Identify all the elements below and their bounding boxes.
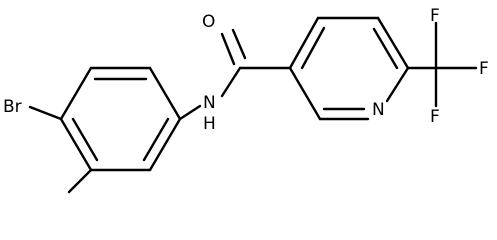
- ring2-bond-3: [376, 16, 410, 70]
- structure-canvas: Br N H O N F F F: [3, 6, 489, 194]
- ring1-bond-3-inner: [142, 117, 170, 162]
- ring2-bond-1-inner: [300, 26, 326, 70]
- carbonyl-double-bond-a: [220, 32, 236, 66]
- ring1-bond-3: [148, 117, 182, 172]
- ring1-bond-6: [59, 66, 93, 121]
- ring2-bond-4: [385, 66, 410, 103]
- atom-f-top-label: F: [430, 6, 440, 26]
- atom-f-right-label: F: [479, 59, 489, 79]
- c-nh-bond: [178, 104, 202, 121]
- ring1-bond-2: [148, 66, 182, 121]
- atom-h-amide-label: H: [203, 114, 216, 134]
- atom-br-label: Br: [3, 97, 22, 117]
- atom-o-label: O: [202, 12, 215, 32]
- atom-n-amide-label: N: [203, 93, 216, 113]
- ring1-bond-5-inner: [71, 117, 99, 162]
- ring2-bond-6: [288, 66, 322, 121]
- molecule-structure: Br N H O N F F F: [3, 6, 489, 194]
- atom-n-pyridine-label: N: [372, 100, 385, 120]
- ring2-bond-1: [288, 16, 320, 70]
- atom-f-bottom-label: F: [430, 107, 440, 127]
- carbonyl-double-bond-b: [231, 28, 247, 60]
- ring2-bond-3-inner: [372, 27, 399, 70]
- nh-carbonyl-bond: [220, 66, 242, 98]
- ring1-bond-5: [59, 117, 93, 172]
- c-br-bond: [28, 105, 63, 121]
- c-methyl-bond: [67, 168, 93, 194]
